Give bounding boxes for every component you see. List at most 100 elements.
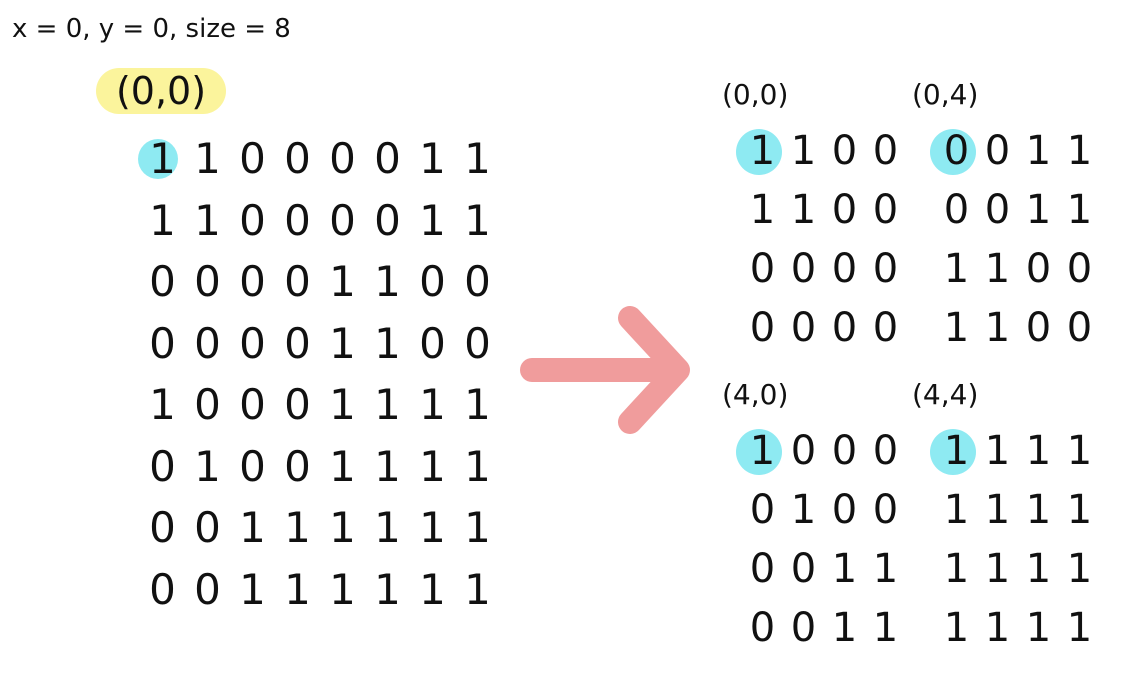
grid-cell: 1 [1066,605,1093,651]
grid-cell: 1 [194,134,221,183]
grid-cell: 0 [790,546,817,592]
grid-cell: 0 [374,195,401,245]
grid-cell: 0 [329,195,356,245]
grid-cell: 0 [831,246,858,292]
grid-cell: 1 [984,305,1011,351]
grid-cell: 0 [284,318,311,368]
grid-cell: 0 [419,318,446,368]
grid-cell: 1 [239,564,266,614]
origin-label: (0,0) [96,68,226,114]
grid-cell: 1 [790,128,817,174]
grid-cell: 1 [1025,428,1052,474]
grid-cell: 0 [1066,305,1093,351]
grid-cell: 1 [943,305,970,351]
grid-cell: 0 [239,318,266,368]
grid-cell: 0 [194,380,221,429]
right-arrow-icon [520,306,690,434]
grid-cell: 1 [419,195,446,245]
grid-cell: 1 [464,195,491,245]
grid-cell: 0 [831,487,858,533]
grid-cell: 1 [194,441,221,491]
grid-cell: 1 [329,564,356,614]
grid-cell: 1 [464,380,491,429]
grid-cell: 0 [749,305,776,351]
grid-cell: 1 [1066,187,1093,233]
grid-cell: 1 [419,503,446,552]
grid-cell: 0 [749,487,776,533]
grid-cell: 1 [284,564,311,614]
grid-cell: 0 [831,187,858,233]
grid-cell: 1 [943,605,970,651]
grid-cell: 0 [831,305,858,351]
grid-cell: 1 [374,441,401,491]
grid-cell: 1 [464,564,491,614]
grid-cell: 1 [831,605,858,651]
grid-cell: 1 [1066,546,1093,592]
grid-cell: 0 [872,246,899,292]
grid-cell: 0 [284,195,311,245]
first-cell-highlight [736,429,782,475]
grid-cell: 1 [329,318,356,368]
grid-cell: 1 [149,380,176,429]
grid-cell: 1 [749,428,776,474]
grid-cell: 0 [284,441,311,491]
grid-cell: 0 [1025,246,1052,292]
grid-cell: 1 [329,380,356,429]
grid-cell: 1 [872,546,899,592]
grid-cell: 1 [1066,428,1093,474]
first-cell-highlight [736,129,782,175]
grid-cell: 0 [872,305,899,351]
grid-cell: 1 [419,134,446,183]
grid-cell: 0 [239,441,266,491]
grid-cell: 0 [984,128,1011,174]
grid-cell: 1 [1025,187,1052,233]
grid-cell: 1 [943,487,970,533]
grid-cell: 1 [984,487,1011,533]
grid-cell: 0 [872,187,899,233]
grid-cell: 1 [194,195,221,245]
grid-cell: 0 [943,128,970,174]
grid-cell: 1 [749,187,776,233]
grid-cell: 0 [749,546,776,592]
grid-cell: 0 [749,246,776,292]
first-cell-highlight [138,139,178,179]
grid-cell: 1 [984,246,1011,292]
grid-cell: 1 [419,380,446,429]
grid-cell: 0 [149,441,176,491]
grid-cell: 0 [149,564,176,614]
grid-cell: 1 [790,487,817,533]
grid-cell: 0 [149,318,176,368]
first-cell-highlight [930,429,976,475]
quadrant-label: (4,4) [912,378,979,411]
grid-cell: 0 [464,257,491,306]
grid-cell: 1 [1066,487,1093,533]
grid-cell: 0 [419,257,446,306]
grid-cell: 0 [194,318,221,368]
grid-cell: 1 [1025,128,1052,174]
grid-cell: 1 [831,546,858,592]
grid-cell: 0 [790,305,817,351]
grid-cell: 0 [790,605,817,651]
grid-cell: 1 [149,134,176,183]
grid-cell: 0 [239,257,266,306]
first-cell-highlight [930,129,976,175]
grid-cell: 0 [872,128,899,174]
arrow-head [618,306,690,434]
grid-cell: 1 [1025,605,1052,651]
grid-cell: 1 [419,564,446,614]
grid-cell: 1 [329,503,356,552]
grid-cell: 0 [194,257,221,306]
grid-cell: 0 [943,187,970,233]
grid-cell: 0 [790,428,817,474]
grid-cell: 0 [194,564,221,614]
grid-cell: 1 [239,503,266,552]
grid-cell: 0 [1025,305,1052,351]
header-text: x = 0, y = 0, size = 8 [12,14,291,44]
grid-cell: 1 [374,564,401,614]
grid-cell: 1 [943,428,970,474]
grid-cell: 0 [872,428,899,474]
